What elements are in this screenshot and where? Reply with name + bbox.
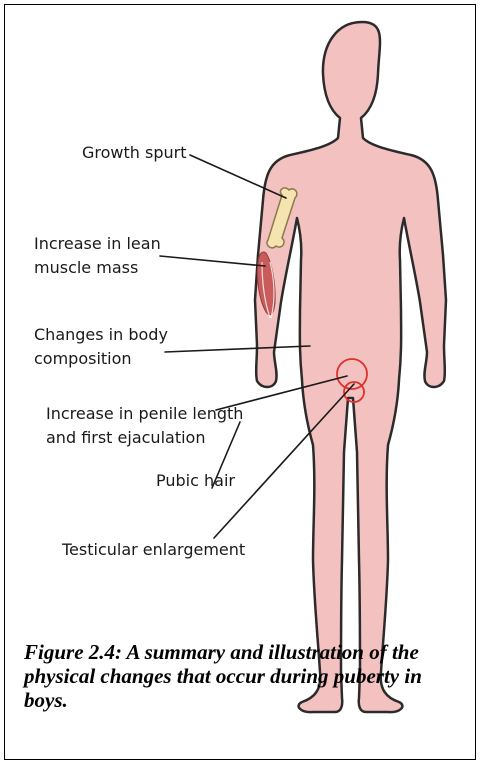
label-body-composition-line2: composition (34, 348, 132, 369)
label-lean-muscle-line1: Increase in lean (34, 233, 161, 254)
label-testicular: Testicular enlargement (62, 539, 245, 560)
label-lean-muscle-line2: muscle mass (34, 257, 138, 278)
lean-muscle-leader (160, 256, 265, 266)
body-silhouette (255, 22, 446, 712)
label-penile-line1: Increase in penile length (46, 403, 243, 424)
label-body-composition-line1: Changes in body (34, 324, 168, 345)
label-pubic-hair: Pubic hair (156, 470, 235, 491)
figure-caption: Figure 2.4: A summary and illustration o… (24, 640, 464, 712)
label-penile-line2: and first ejaculation (46, 427, 205, 448)
body-composition-leader (165, 346, 310, 352)
label-growth-spurt: Growth spurt (82, 142, 186, 163)
